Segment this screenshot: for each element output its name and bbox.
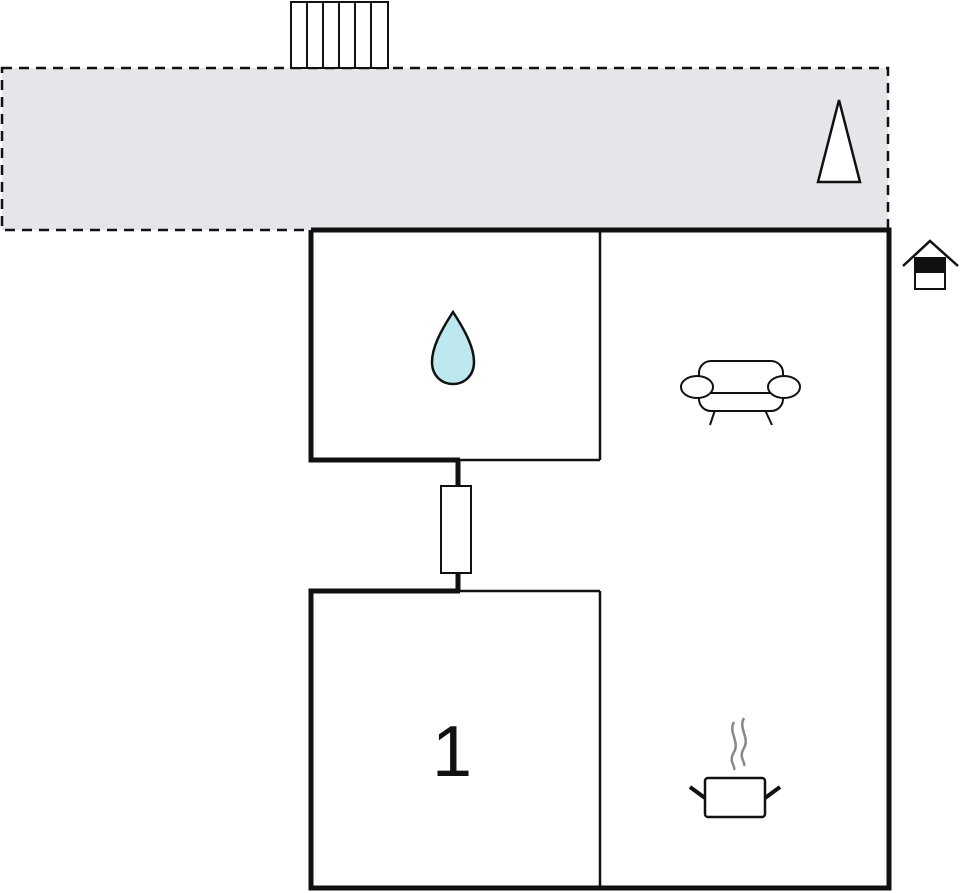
hall-door: [440, 460, 472, 591]
interior-walls: [460, 230, 602, 888]
cooking-pot-icon: [688, 717, 782, 819]
bedroom-label: 1: [432, 712, 472, 792]
tree-icon: [816, 99, 862, 184]
stairs-icon: [290, 1, 389, 69]
house-entrance-icon: [902, 239, 959, 290]
water-drop-icon: [430, 309, 476, 386]
sofa-icon: [680, 360, 801, 426]
terrace-area: [0, 66, 890, 232]
